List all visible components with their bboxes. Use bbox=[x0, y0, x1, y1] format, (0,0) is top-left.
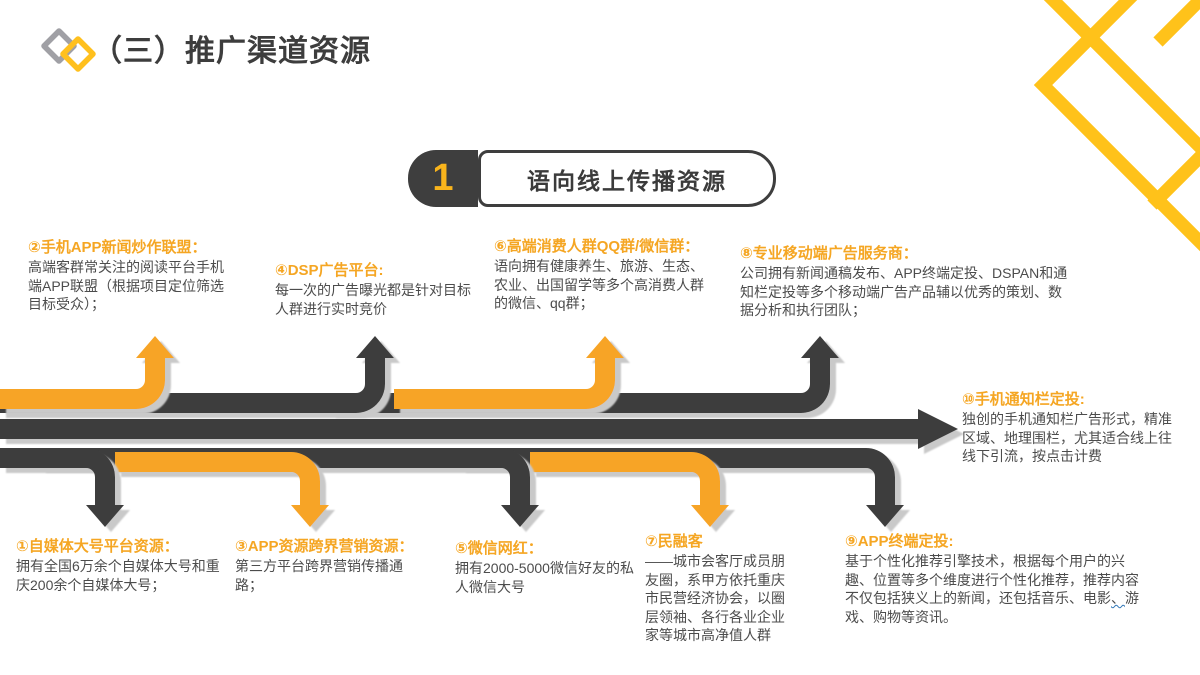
channel-body: ——城市会客厅成员朋友圈，系甲方依托重庆市民营经济协会，以圈层领袖、各行各业企业… bbox=[645, 552, 785, 644]
top-band-dark bbox=[0, 336, 839, 413]
channel-heading: ①自媒体大号平台资源： bbox=[16, 538, 179, 555]
channel-body: 拥有2000-5000微信好友的私人微信大号 bbox=[455, 559, 634, 595]
page-title: （三）推广渠道资源 bbox=[92, 35, 371, 68]
channel-block-10: ⑩手机通知栏定投: 独创的手机通知栏广告形式，精准区域、地理围栏，尤其适合线上往… bbox=[962, 390, 1172, 466]
channel-body-text: 游戏、购物等资讯。 bbox=[845, 590, 1139, 625]
channel-body: 基于个性化推荐引擎技术，根据每个用户的兴趣、位置等多个维度进行个性化推荐，推荐内… bbox=[845, 552, 1147, 626]
channel-body: 语向拥有健康养生、旅游、生态、农业、出国留学等多个高消费人群的微信、qq群； bbox=[494, 257, 704, 312]
channel-heading: ③APP资源跨界营销资源： bbox=[235, 538, 414, 555]
channel-heading: ④DSP广告平台: bbox=[275, 262, 384, 279]
channel-heading: ⑦民融客 bbox=[645, 533, 703, 550]
channel-body-text: 基于个性化推荐引擎技术，根据每个用户的兴趣、位置等多个维度进行个性化推荐，推荐内… bbox=[845, 552, 1139, 607]
channel-block-7: ⑦民融客 ——城市会客厅成员朋友圈，系甲方依托重庆市民营经济协会，以圈层领袖、各… bbox=[645, 532, 797, 645]
channel-block-8: ⑧专业移动端广告服务商： 公司拥有新闻通稿发布、APP终端定投、DSPAN和通知… bbox=[740, 244, 1072, 320]
channel-body: 独创的手机通知栏广告形式，精准区域、地理围栏，尤其适合线上往线下引流，按点击计费 bbox=[962, 410, 1172, 465]
channel-heading: ⑩手机通知栏定投: bbox=[962, 391, 1085, 408]
channel-body: 每一次的广告曝光都是针对目标人群进行实时竞价 bbox=[275, 281, 471, 317]
spellcheck-wavy-mark: 、 bbox=[1111, 590, 1125, 607]
up-arrow-yellow-605 bbox=[394, 336, 624, 409]
channel-body: 公司拥有新闻通稿发布、APP终端定投、DSPAN和通知栏定投等多个移动端广告产品… bbox=[740, 264, 1068, 319]
channel-block-4: ④DSP广告平台: 每一次的广告曝光都是针对目标人群进行实时竞价 bbox=[275, 261, 473, 318]
channel-heading: ⑧专业移动端广告服务商： bbox=[740, 245, 918, 262]
logo-diamonds-icon bbox=[41, 28, 96, 72]
channel-block-9: ⑨APP终端定投: 基于个性化推荐引擎技术，根据每个用户的兴趣、位置等多个维度进… bbox=[845, 532, 1147, 626]
channel-body: 高端客群常关注的阅读平台手机端APP联盟（根据项目定位筛选目标受众）； bbox=[28, 258, 225, 313]
channel-body: 第三方平台跨界营销传播通路； bbox=[235, 557, 403, 593]
down-arrow-dark-520 bbox=[460, 448, 539, 527]
channel-heading: ⑥高端消费人群QQ群/微信群： bbox=[494, 238, 700, 255]
up-arrow-yellow-155 bbox=[0, 336, 174, 409]
channel-body: 拥有全国6万余个自媒体大号和重庆200余个自媒体大号； bbox=[16, 557, 220, 593]
up-arrow-dark-375 bbox=[330, 336, 394, 413]
channel-heading: ⑤微信网红： bbox=[455, 540, 543, 557]
channel-block-5: ⑤微信网红： 拥有2000-5000微信好友的私人微信大号 bbox=[455, 539, 637, 596]
channel-block-2: ②手机APP新闻炒作联盟： 高端客群常关注的阅读平台手机端APP联盟（根据项目定… bbox=[28, 238, 236, 314]
channel-heading: ②手机APP新闻炒作联盟： bbox=[28, 239, 207, 256]
section-number-badge: 1 bbox=[408, 150, 478, 207]
down-arrow-dark-105 bbox=[40, 448, 124, 527]
channel-block-3: ③APP资源跨界营销资源： 第三方平台跨界营销传播通路； bbox=[235, 537, 430, 594]
main-band-right-arrow bbox=[0, 409, 958, 449]
channel-block-6: ⑥高端消费人群QQ群/微信群： 语向拥有健康养生、旅游、生态、农业、出国留学等多… bbox=[494, 237, 704, 313]
down-arrow-yellow-310 bbox=[115, 452, 329, 527]
channel-block-1: ①自媒体大号平台资源： 拥有全国6万余个自媒体大号和重庆200余个自媒体大号； bbox=[16, 537, 221, 594]
down-arrow-yellow-710 bbox=[530, 452, 729, 527]
bottom-band-dark bbox=[0, 448, 904, 527]
section-title-pill: 语向线上传播资源 bbox=[478, 150, 776, 207]
corner-lines-decoration bbox=[1033, 0, 1200, 252]
channel-heading: ⑨APP终端定投: bbox=[845, 533, 954, 550]
